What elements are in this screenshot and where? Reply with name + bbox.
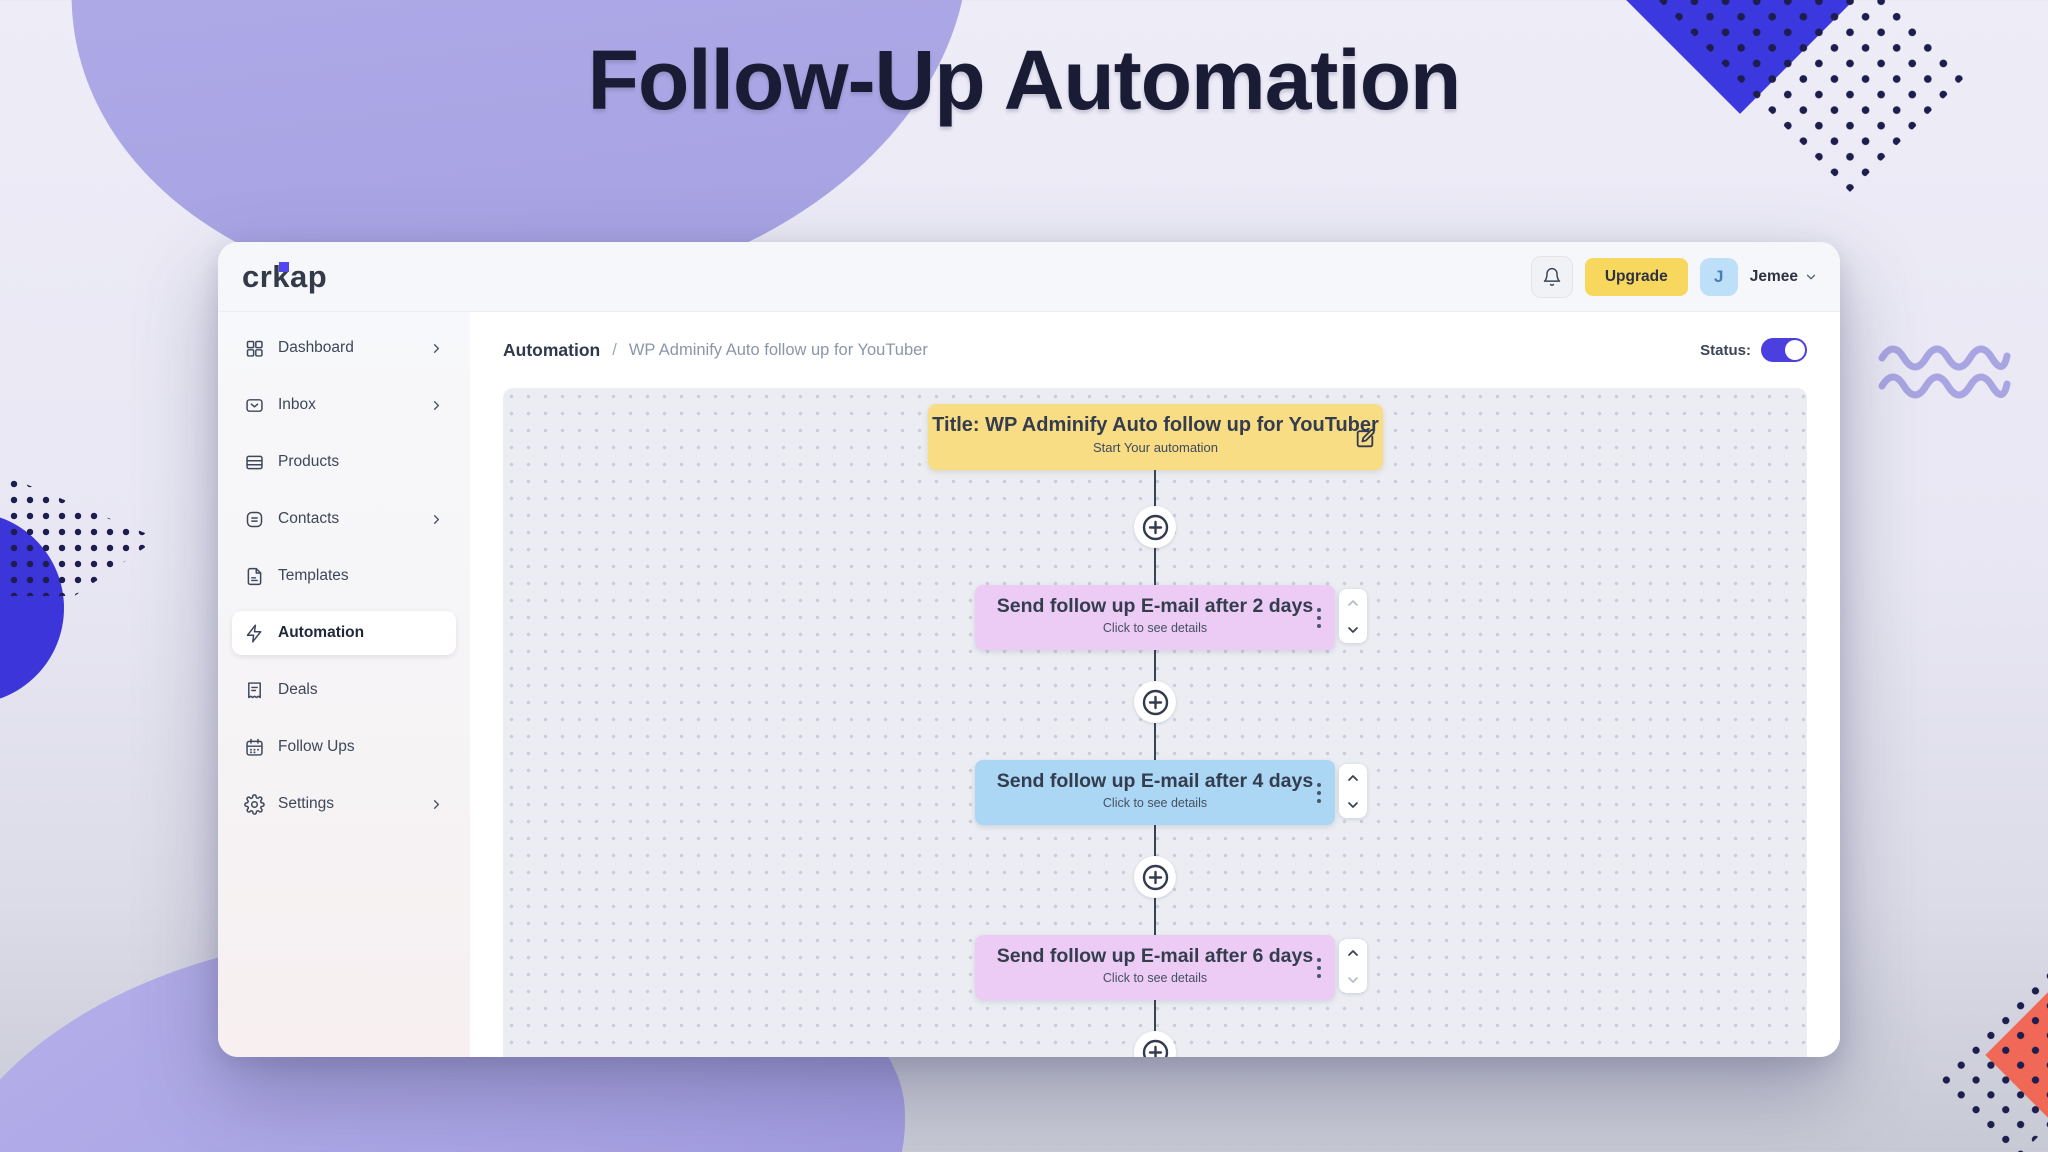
step-title: Send follow up E-mail after 2 days	[996, 595, 1314, 617]
sidebar-item-contacts[interactable]: Contacts	[232, 497, 456, 541]
page-title: Follow-Up Automation	[587, 33, 1462, 127]
add-step-button[interactable]	[1134, 506, 1176, 548]
flow-canvas: Title: WP Adminify Auto follow up for Yo…	[503, 388, 1807, 1057]
dashboard-icon	[244, 338, 265, 359]
move-up-button[interactable]	[1339, 589, 1367, 616]
chevron-down-icon	[1806, 274, 1816, 280]
status-label: Status:	[1700, 341, 1751, 359]
breadcrumb: Automation / WP Adminify Auto follow up …	[503, 340, 928, 361]
chevron-right-icon	[429, 398, 444, 413]
header-actions: Upgrade J Jemee	[1530, 242, 1818, 312]
edit-icon[interactable]	[1354, 428, 1376, 450]
chevron-right-icon	[429, 341, 444, 356]
avatar[interactable]: J	[1699, 258, 1738, 296]
products-icon	[244, 452, 265, 473]
sidebar-item-label: Contacts	[278, 510, 340, 527]
sidebar-item-label: Automation	[278, 624, 365, 641]
add-step-button[interactable]	[1134, 856, 1176, 898]
sidebar-item-label: Templates	[278, 567, 349, 584]
move-up-button[interactable]	[1339, 939, 1367, 966]
kebab-menu-icon[interactable]	[1317, 957, 1321, 978]
logo-accent-square	[279, 262, 289, 272]
deals-icon	[244, 680, 265, 701]
templates-icon	[244, 566, 265, 587]
chevron-right-icon	[429, 512, 444, 527]
step-reorder-controls	[1339, 764, 1367, 818]
sidebar-item-automation[interactable]: Automation	[232, 611, 456, 655]
sidebar-item-settings[interactable]: Settings	[232, 782, 456, 826]
decor-dots-bottom-right	[1932, 932, 2048, 1152]
decor-dots-left	[6, 476, 158, 596]
user-menu[interactable]: Jemee	[1750, 268, 1818, 286]
step-subtitle: Click to see details	[1102, 796, 1208, 810]
logo: crkap	[242, 242, 327, 312]
follow-ups-icon	[244, 737, 265, 758]
start-card-subtitle: Start Your automation	[1092, 440, 1219, 455]
sidebar-item-dashboard[interactable]: Dashboard	[232, 326, 456, 370]
move-down-button[interactable]	[1339, 616, 1367, 643]
breadcrumb-section[interactable]: Automation	[503, 339, 601, 360]
sidebar-item-label: Dashboard	[278, 339, 354, 356]
inbox-icon	[244, 395, 265, 416]
sidebar-item-label: Products	[278, 453, 340, 470]
breadcrumb-page: WP Adminify Auto follow up for YouTuber	[628, 340, 928, 359]
main-content: Automation / WP Adminify Auto follow up …	[470, 312, 1840, 1057]
notifications-button[interactable]	[1530, 256, 1573, 298]
toggle-knob	[1785, 340, 1805, 360]
step-subtitle: Click to see details	[1102, 971, 1208, 985]
move-down-button[interactable]	[1339, 966, 1367, 993]
step-reorder-controls	[1339, 589, 1367, 643]
sidebar-item-inbox[interactable]: Inbox	[232, 383, 456, 427]
settings-icon	[244, 793, 265, 815]
move-up-button[interactable]	[1339, 764, 1367, 791]
chevron-right-icon	[429, 797, 444, 812]
decor-waves-icon	[1876, 334, 2016, 406]
sidebar-item-deals[interactable]: Deals	[232, 668, 456, 712]
sidebar-item-products[interactable]: Products	[232, 440, 456, 484]
upgrade-button[interactable]: Upgrade	[1584, 258, 1688, 296]
sidebar-item-follow-ups[interactable]: Follow Ups	[232, 725, 456, 769]
add-step-button[interactable]	[1134, 681, 1176, 723]
user-name: Jemee	[1749, 268, 1798, 285]
add-step-button[interactable]	[1134, 1031, 1176, 1057]
automation-icon	[244, 623, 265, 644]
step-title: Send follow up E-mail after 6 days	[996, 945, 1314, 967]
start-card[interactable]: Title: WP Adminify Auto follow up for Yo…	[928, 404, 1383, 470]
status-toggle[interactable]	[1761, 338, 1807, 362]
kebab-menu-icon[interactable]	[1317, 782, 1321, 803]
status-group: Status:	[1700, 338, 1807, 362]
app-header: crkap Upgrade J Jemee	[218, 242, 1840, 312]
sidebar-item-label: Deals	[278, 681, 318, 698]
content-topbar: Automation / WP Adminify Auto follow up …	[470, 312, 1840, 388]
sidebar-item-label: Follow Ups	[278, 738, 355, 755]
bell-icon	[1543, 267, 1561, 287]
start-card-title: Title: WP Adminify Auto follow up for Yo…	[932, 414, 1379, 436]
step-subtitle: Click to see details	[1102, 621, 1208, 635]
breadcrumb-separator: /	[612, 340, 617, 359]
sidebar-item-label: Settings	[278, 795, 335, 812]
contacts-icon	[244, 509, 265, 530]
step-reorder-controls	[1339, 939, 1367, 993]
kebab-menu-icon[interactable]	[1317, 607, 1321, 628]
step-title: Send follow up E-mail after 4 days	[996, 770, 1314, 792]
sidebar-item-label: Inbox	[278, 396, 316, 413]
sidebar-item-templates[interactable]: Templates	[232, 554, 456, 598]
move-down-button[interactable]	[1339, 791, 1367, 818]
